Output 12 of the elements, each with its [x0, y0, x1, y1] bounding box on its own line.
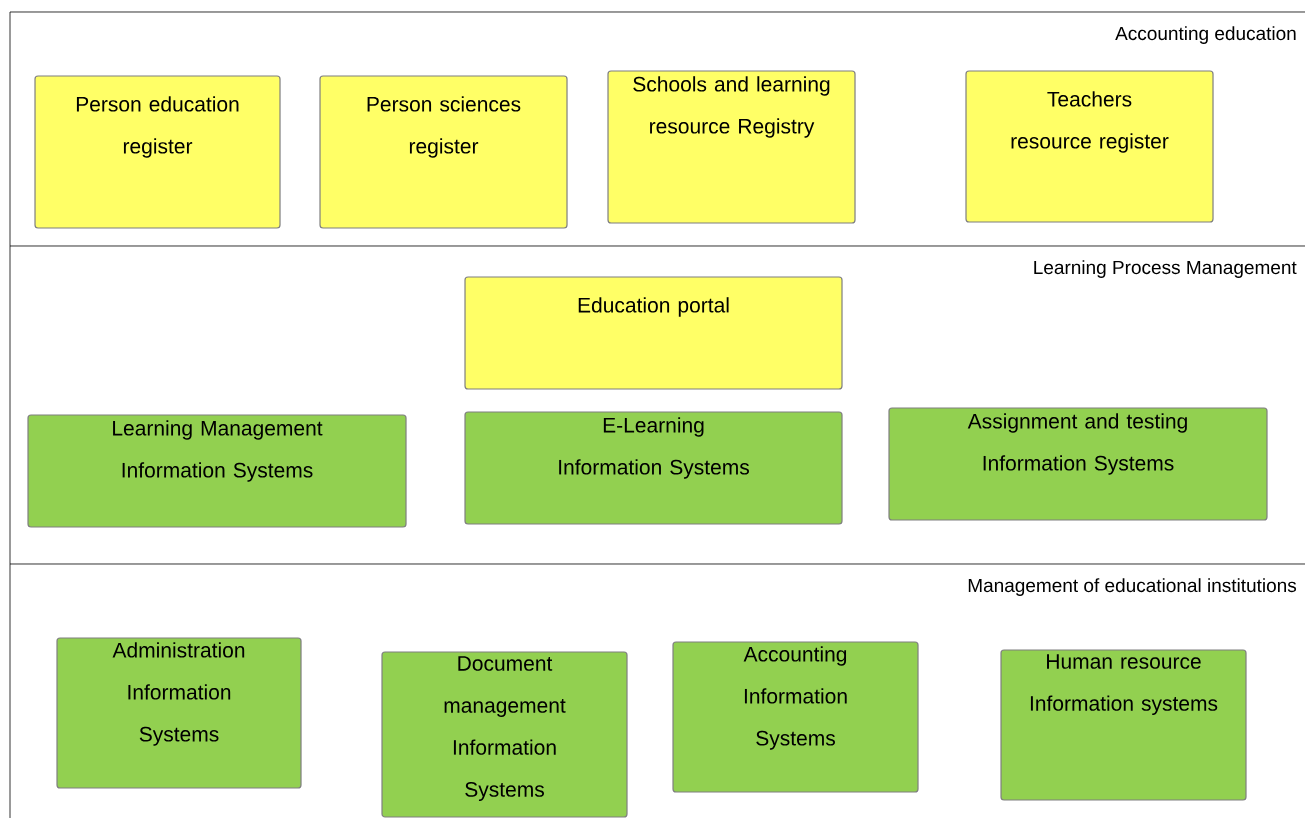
system-box: Assignment and testing Information Systems [888, 407, 1268, 521]
system-box: E-Learning Information Systems [464, 411, 843, 525]
system-box: Learning Management Information Systems [27, 414, 407, 528]
system-box: Document management Information Systems [381, 651, 628, 818]
system-box: Accounting Information Systems [672, 641, 919, 793]
system-box: Teachers resource register [965, 70, 1214, 223]
system-box: Human resource Information systems [1000, 649, 1247, 801]
system-box: Person sciences register [319, 75, 568, 229]
system-box: Education portal [464, 276, 843, 390]
system-box: Administration Information Systems [56, 637, 302, 789]
system-box: Person education register [34, 75, 281, 229]
system-box: Schools and learning resource Registry [607, 70, 856, 224]
